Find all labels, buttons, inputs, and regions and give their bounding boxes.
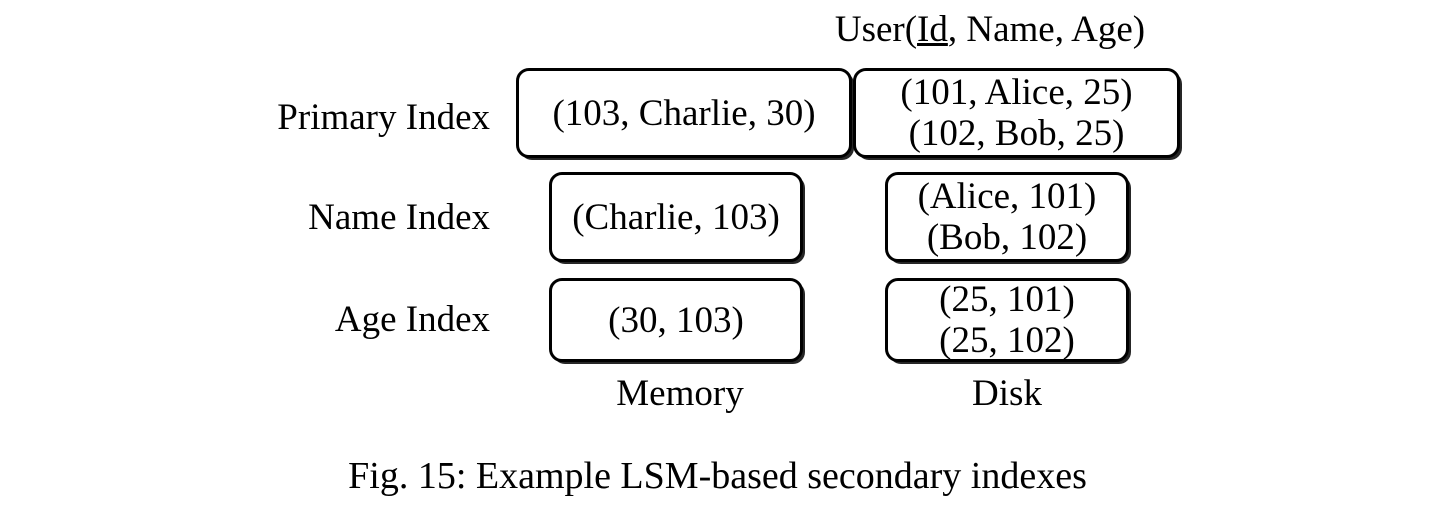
column-label-memory: Memory bbox=[616, 373, 744, 414]
relation-schema-title: User(Id, Name, Age) bbox=[760, 8, 1220, 52]
index-entry: (101, Alice, 25) bbox=[900, 72, 1133, 113]
index-entry: (Charlie, 103) bbox=[572, 196, 780, 238]
row-label-name-index: Name Index bbox=[308, 197, 490, 238]
disk-box-age-index: (25, 101) (25, 102) bbox=[885, 278, 1129, 362]
relation-attributes-suffix: , Name, Age) bbox=[947, 9, 1146, 50]
primary-key-attribute: Id bbox=[917, 9, 948, 50]
index-entry: (Bob, 102) bbox=[926, 217, 1088, 258]
index-entry: (25, 101) bbox=[939, 279, 1075, 320]
index-entry: (103, Charlie, 30) bbox=[552, 92, 816, 134]
memory-box-name-index: (Charlie, 103) bbox=[549, 172, 803, 262]
index-entry: (25, 102) bbox=[939, 320, 1075, 361]
index-entry: (Alice, 101) bbox=[917, 176, 1097, 217]
disk-box-primary-index: (101, Alice, 25) (102, Bob, 25) bbox=[853, 68, 1180, 158]
relation-name-prefix: User( bbox=[834, 9, 918, 50]
disk-box-name-index: (Alice, 101) (Bob, 102) bbox=[885, 172, 1129, 262]
column-label-disk: Disk bbox=[972, 373, 1042, 414]
row-label-age-index: Age Index bbox=[334, 299, 490, 340]
memory-box-age-index: (30, 103) bbox=[549, 278, 803, 362]
index-entry: (102, Bob, 25) bbox=[908, 113, 1125, 154]
memory-box-primary-index: (103, Charlie, 30) bbox=[516, 68, 852, 158]
index-entry: (30, 103) bbox=[608, 299, 744, 341]
figure-caption: Fig. 15: Example LSM-based secondary ind… bbox=[348, 455, 1087, 497]
row-label-primary-index: Primary Index bbox=[277, 97, 490, 138]
